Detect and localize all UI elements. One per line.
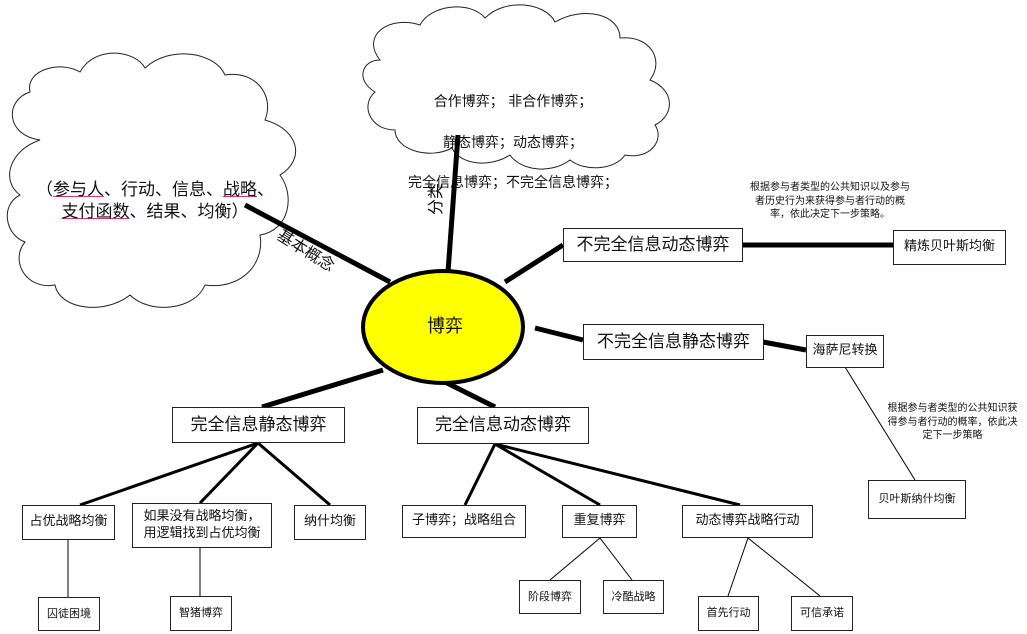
node-first-move[interactable]: 首先行动 (698, 596, 759, 631)
node-pigs[interactable]: 智猪博弈 (170, 596, 232, 631)
types-line-3: 完全信息博弈；不完全信息博弈； (408, 175, 618, 192)
node-dominant[interactable]: 占优战略均衡 (22, 505, 115, 540)
concepts-text-3: 、结果、均衡） (129, 202, 249, 223)
node-dynamic-strategy[interactable]: 动态博弈战略行动 (682, 505, 813, 538)
types-cloud-text: 合作博弈； 非合作博弈； 静态博弈；动态博弈； 完全信息博弈；不完全信息博弈； (378, 72, 648, 214)
concepts-cloud-text: （参与人、行动、信息、战略、支付函数、结果、均衡） (20, 157, 290, 223)
node-complete-static[interactable]: 完全信息静态博弈 (172, 407, 345, 443)
center-ellipse[interactable] (361, 269, 525, 385)
leaf-connectors (67, 537, 821, 600)
edge-label-types: 分类 (426, 182, 445, 215)
node-stage[interactable]: 阶段博弈 (519, 580, 581, 614)
node-harsanyi[interactable]: 海萨尼转换 (806, 335, 884, 368)
node-complete-dynamic[interactable]: 完全信息动态博弈 (417, 407, 589, 444)
types-line-1: 合作博弈； 非合作博弈； (433, 94, 593, 111)
types-line-2: 静态博弈；动态博弈； (443, 134, 583, 151)
node-bayes-nash[interactable]: 贝叶斯纳什均衡 (868, 480, 966, 519)
sub-branches (79, 441, 741, 507)
concepts-text-1: 、行动、信息、 (104, 180, 223, 201)
concepts-open: （ (36, 180, 53, 201)
node-repeated[interactable]: 重复博弈 (562, 505, 637, 538)
node-incomplete-dynamic[interactable]: 不完全信息动态博弈 (563, 228, 743, 262)
node-refined-bayes[interactable]: 精炼贝叶斯均衡 (893, 230, 1006, 265)
note-incomplete-static: 根据参与者类型的公共知识获 得参与者行动的概率，依此决 定下一步策略 (887, 403, 1018, 441)
center-label: 博弈 (427, 316, 463, 337)
node-prisoner[interactable]: 囚徒困境 (38, 597, 100, 631)
node-nash[interactable]: 纳什均衡 (294, 505, 366, 540)
concepts-cloud-shape (6, 52, 297, 308)
concept-payoff-function: 支付函数 (61, 202, 130, 223)
node-grim[interactable]: 冷酷战略 (603, 580, 664, 614)
concept-strategy: 战略 (223, 180, 257, 201)
thin-connectors (844, 366, 916, 481)
concept-participant: 参与人 (53, 180, 104, 201)
node-subgame[interactable]: 子博弈；战略组合 (402, 505, 526, 538)
note-incomplete-dynamic: 根据参与者类型的公共知识以及参与 者历史行为来获得参与者行动的概 率，依此决定下… (750, 182, 910, 220)
node-no-dominant[interactable]: 如果没有战略均衡， 用逻辑找到占优均衡 (132, 503, 272, 548)
node-credible[interactable]: 可信承诺 (791, 596, 853, 631)
types-cloud-shape (362, 4, 670, 170)
main-branches (243, 134, 893, 410)
node-incomplete-static[interactable]: 不完全信息静态博弈 (583, 324, 764, 360)
concepts-text-2: 、 (257, 180, 274, 201)
